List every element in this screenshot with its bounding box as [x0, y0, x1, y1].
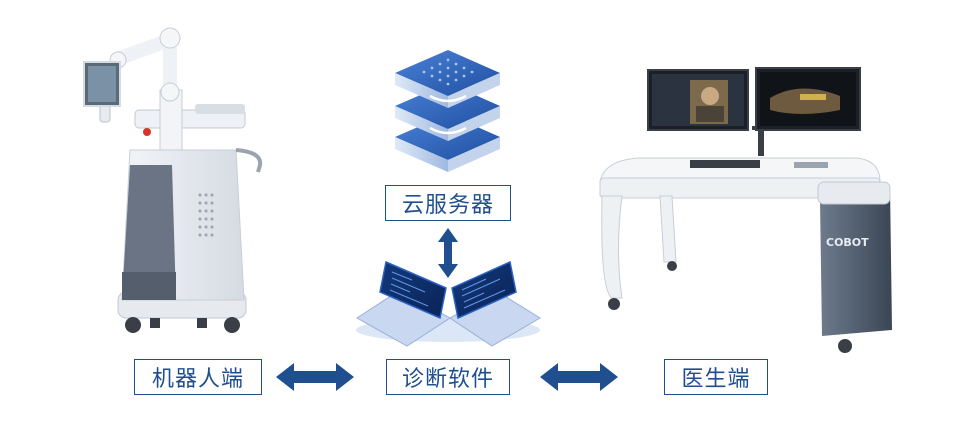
software-doctor-arrow [540, 363, 618, 391]
robot-side-label: 机器人端 [134, 359, 262, 395]
server-software-arrow [438, 228, 458, 278]
robot-cart-image [83, 27, 263, 333]
doctor-workstation-image: COBOT [599, 67, 892, 353]
diagnostic-software-label: 诊断软件 [386, 359, 510, 395]
cloud-server-label: 云服务器 [385, 185, 511, 221]
laptops-icon [356, 260, 541, 347]
doctor-side-label: 医生端 [664, 359, 768, 395]
robot-software-arrow [276, 363, 354, 391]
cabinet-brand-text: COBOT [826, 236, 869, 249]
cloud-server-icon [395, 50, 500, 172]
